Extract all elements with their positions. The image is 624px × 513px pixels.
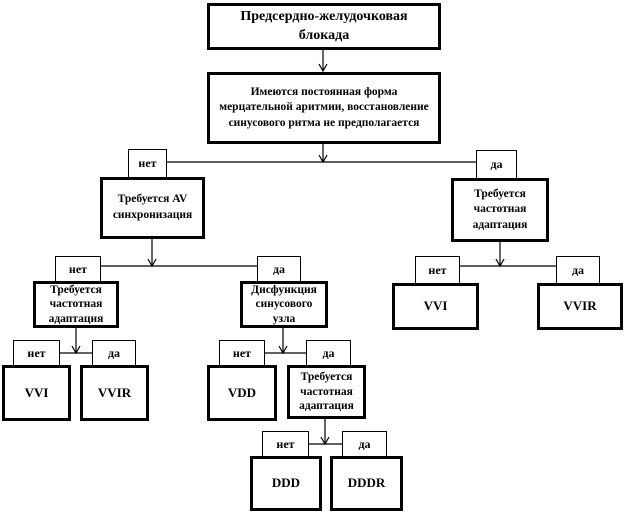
node-dddr: DDDR	[330, 456, 403, 511]
node-vvi-left: VVI	[2, 365, 71, 421]
node-av-sync: Требуется AV синхронизация	[100, 177, 205, 239]
node-text: Предсердно-желудочковая блокада	[240, 9, 408, 43]
node-rate-adapt-right: Требуется частотная адаптация	[451, 178, 549, 242]
node-sinus-dysfunction: Дисфункция синусового узла	[240, 281, 328, 328]
node-text: VDD	[227, 384, 257, 400]
node-vvi-right: VVI	[392, 283, 479, 330]
label-yes: да	[92, 340, 136, 366]
label-no: нет	[128, 149, 167, 177]
node-vvir-left: VVIR	[80, 365, 149, 421]
label-yes: да	[257, 256, 301, 282]
node-text: DDDR	[347, 475, 386, 491]
label-text: нет	[276, 437, 295, 451]
label-yes: да	[306, 340, 351, 366]
node-rate-adapt-mid: Требуется частотная адаптация	[287, 365, 366, 419]
label-text: нет	[138, 156, 157, 170]
label-text: нет	[232, 346, 252, 360]
label-text: да	[490, 157, 503, 171]
label-text: да	[107, 346, 121, 360]
label-no: нет	[415, 256, 460, 284]
node-text: VVI	[423, 298, 448, 314]
label-text: нет	[68, 262, 88, 276]
node-text: Требуется частотная адаптация	[472, 187, 528, 231]
node-text: Имеются постоянная форма мерцательной ар…	[219, 85, 429, 129]
node-text: VVIR	[563, 298, 597, 314]
node-text: Требуется частотная адаптация	[299, 370, 354, 413]
node-av-block: Предсердно-желудочковая блокада	[207, 3, 441, 50]
node-text: VVIR	[97, 384, 132, 400]
node-atrial-fibrillation: Имеются постоянная форма мерцательной ар…	[207, 72, 441, 144]
node-vdd: VDD	[207, 365, 277, 421]
node-text: Требуется частотная адаптация	[48, 283, 104, 325]
label-text: нет	[428, 263, 447, 277]
node-text: Требуется AV синхронизация	[112, 193, 193, 221]
node-text: DDD	[271, 475, 301, 491]
arrow-head-icon	[318, 63, 328, 73]
node-text: Дисфункция синусового узла	[251, 283, 317, 325]
label-no: нет	[219, 340, 265, 366]
label-text: да	[358, 437, 371, 451]
node-vvir-right: VVIR	[537, 283, 623, 330]
node-ddd: DDD	[250, 456, 322, 511]
label-text: да	[322, 346, 335, 360]
label-no: нет	[55, 256, 101, 282]
label-yes: да	[556, 256, 600, 284]
label-yes: да	[342, 431, 387, 457]
label-text: нет	[27, 346, 46, 360]
node-rate-adapt-left: Требуется частотная адаптация	[33, 281, 119, 328]
label-no: нет	[13, 340, 60, 366]
label-no: нет	[262, 431, 309, 457]
label-text: да	[272, 262, 286, 276]
label-yes: да	[476, 150, 517, 178]
label-text: да	[571, 263, 585, 277]
node-text: VVI	[24, 384, 49, 400]
